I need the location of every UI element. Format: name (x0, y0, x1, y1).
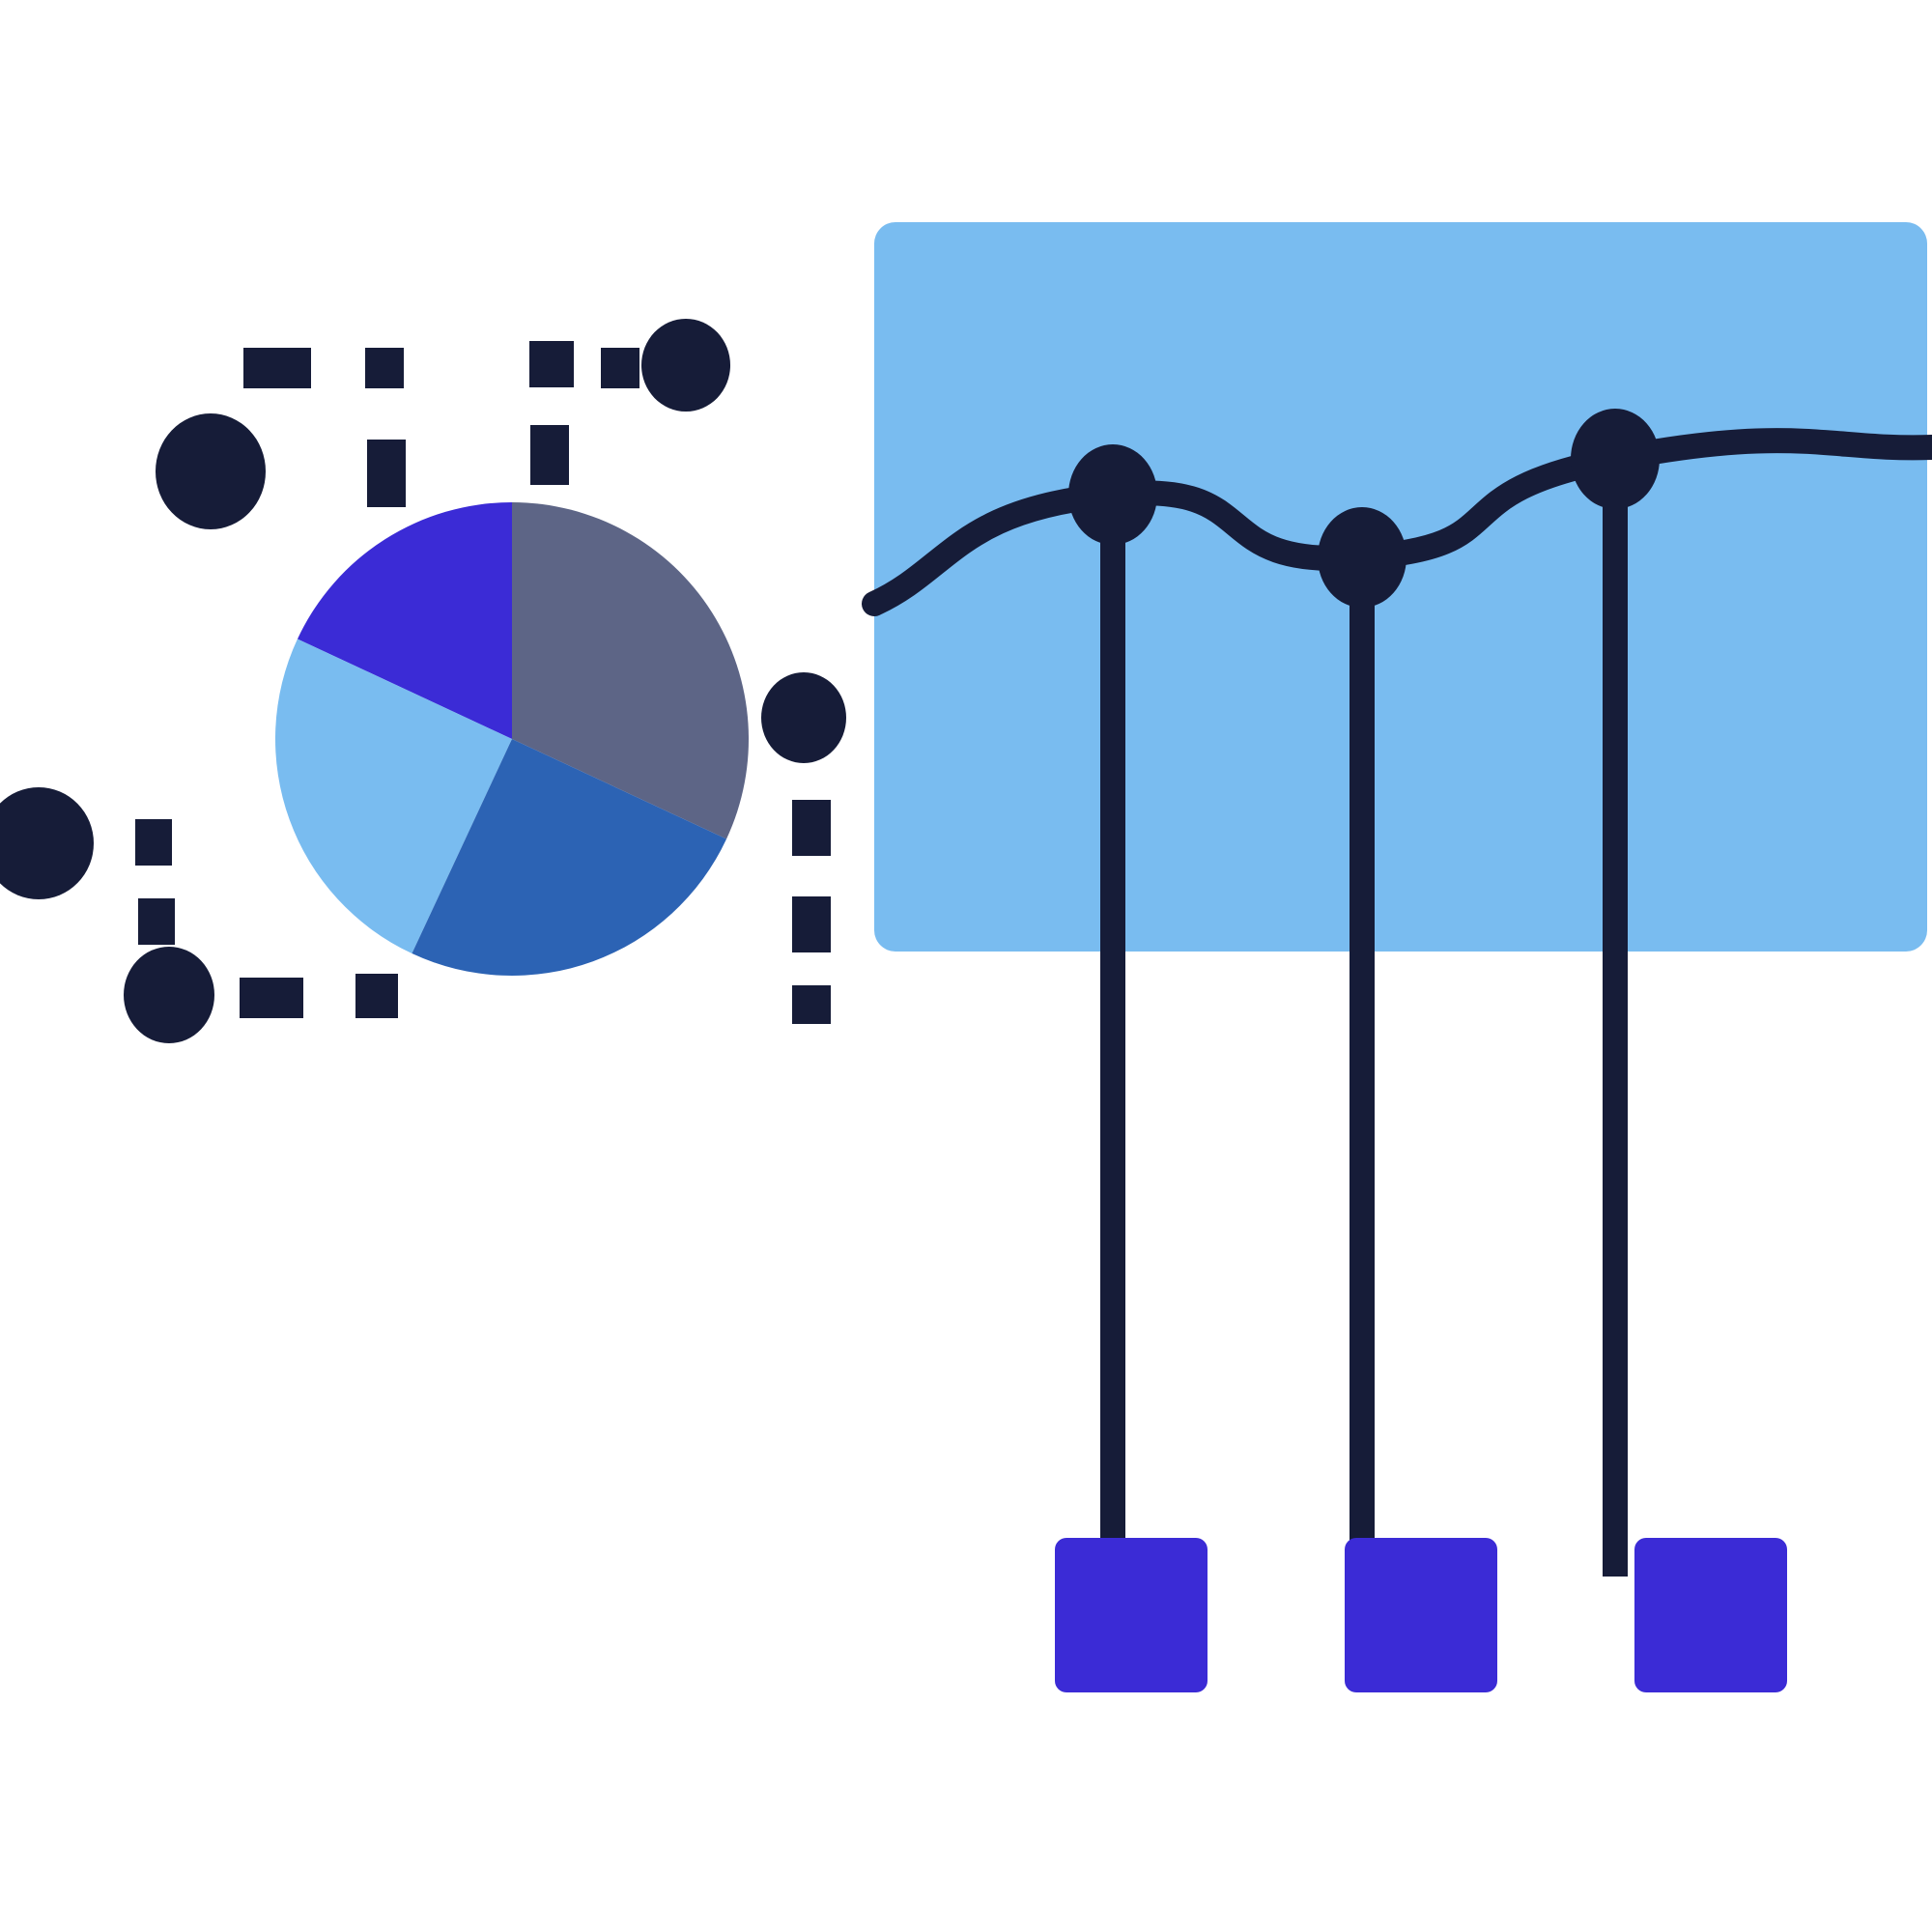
pie-chart (274, 502, 749, 976)
pie-slice (297, 502, 512, 739)
pie-slice (274, 639, 512, 954)
dash-top-a (243, 348, 311, 388)
pie-slice (512, 502, 749, 839)
dash-right-c (792, 985, 831, 1024)
node-dot-group (0, 319, 846, 1043)
node-dot-top-right (641, 319, 730, 412)
line-chart-marker-group (1068, 409, 1660, 608)
dash-right-b (792, 896, 831, 952)
dash-right-a (792, 800, 831, 856)
bar-stem (1350, 557, 1375, 1577)
light-blue-panel (874, 222, 1927, 952)
dash-low-b (138, 898, 175, 945)
dash-low-c (240, 978, 303, 1018)
pie-slice (412, 739, 727, 976)
dash-vert-a (367, 440, 406, 507)
bar-column (1345, 1538, 1497, 1692)
bar-column (1634, 1538, 1787, 1692)
dash-low-a (135, 819, 172, 866)
dash-vert-b (530, 425, 569, 485)
bar-stem-group (1100, 459, 1628, 1577)
node-dot-bottom-left (124, 947, 214, 1043)
dash-low-d (355, 974, 398, 1018)
dashed-connector-group (135, 341, 831, 1024)
bar-stem (1100, 495, 1125, 1577)
line-chart-marker (1571, 409, 1660, 509)
node-dot-mid-right (761, 672, 846, 763)
line-chart-marker (1318, 507, 1406, 608)
dash-top-d (601, 348, 639, 388)
bar-chart (1055, 1538, 1787, 1692)
bar-stem (1603, 459, 1628, 1577)
node-dot-left-lower (0, 787, 94, 899)
line-chart-marker (1068, 444, 1157, 545)
node-dot-top-left (156, 413, 266, 529)
dash-top-b (365, 348, 404, 388)
bar-column (1055, 1538, 1208, 1692)
dash-top-c (529, 341, 574, 387)
